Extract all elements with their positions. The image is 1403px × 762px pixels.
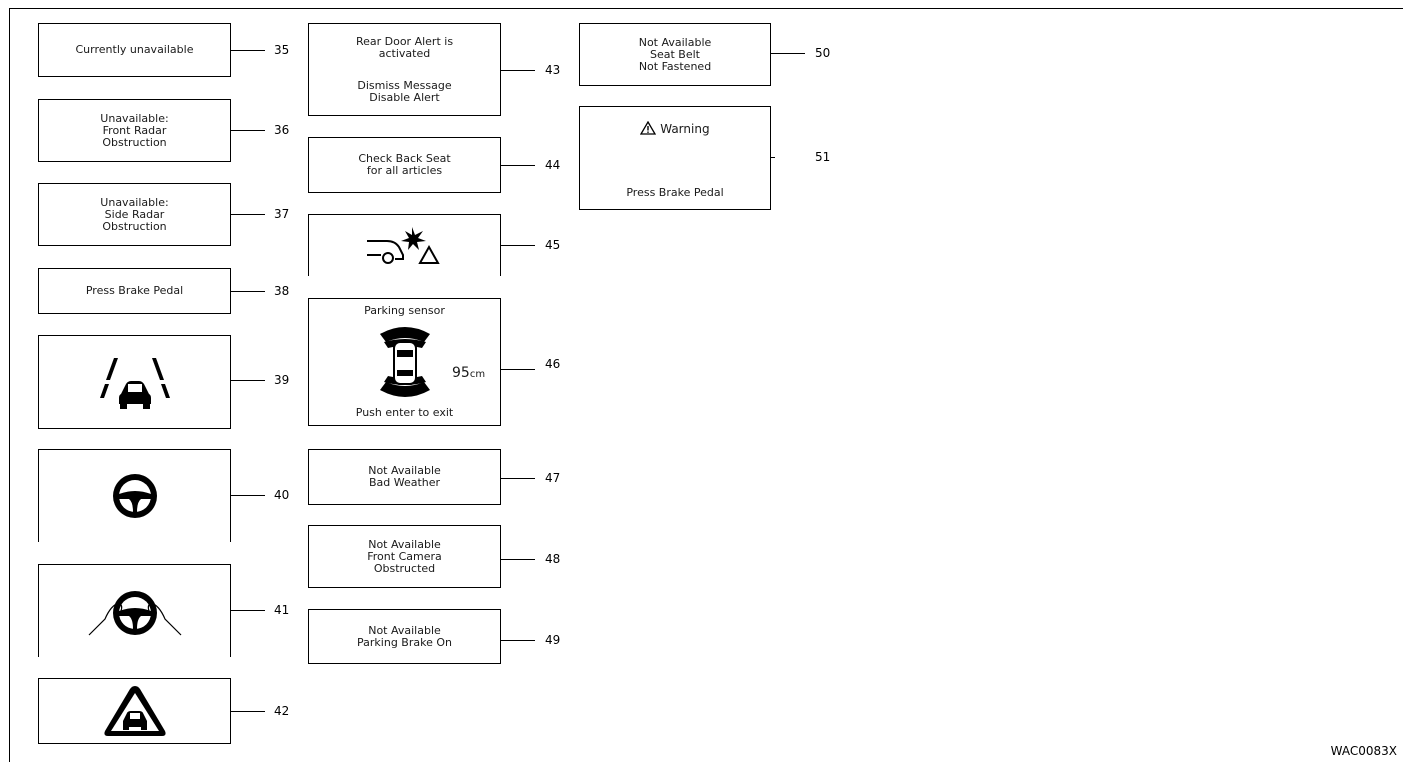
message-box-37: Unavailable: Side Radar Obstruction bbox=[38, 183, 231, 246]
message-line: Unavailable: bbox=[100, 113, 168, 125]
message-line: Currently unavailable bbox=[76, 44, 194, 56]
callout-number-36: 36 bbox=[274, 124, 289, 136]
warning-footer: Press Brake Pedal bbox=[626, 187, 723, 199]
message-line: Front Radar bbox=[103, 125, 167, 137]
leader-line-38 bbox=[231, 291, 265, 292]
message-line: Not Available bbox=[639, 37, 712, 49]
icon-box-39 bbox=[38, 335, 231, 429]
message-line: Side Radar bbox=[105, 209, 165, 221]
message-line: Obstructed bbox=[374, 563, 435, 575]
callout-number-47: 47 bbox=[545, 472, 560, 484]
icon-box-40 bbox=[38, 449, 231, 542]
parking-sensor-car-icon bbox=[374, 322, 436, 402]
distance-value: 95 bbox=[452, 365, 470, 381]
parking-distance-readout: 95cm bbox=[452, 362, 485, 381]
leader-line-51 bbox=[771, 157, 775, 158]
rear-collision-warning-icon bbox=[365, 225, 445, 267]
callout-number-41: 41 bbox=[274, 604, 289, 616]
callout-number-40: 40 bbox=[274, 489, 289, 501]
icon-box-45 bbox=[308, 214, 501, 276]
callout-number-45: 45 bbox=[545, 239, 560, 251]
callout-number-46: 46 bbox=[545, 358, 560, 370]
callout-number-42: 42 bbox=[274, 705, 289, 717]
icon-box-41 bbox=[38, 564, 231, 657]
message-line: Press Brake Pedal bbox=[86, 285, 183, 297]
figure-code: WAC0083X bbox=[1331, 744, 1397, 758]
leader-line-47 bbox=[501, 478, 535, 479]
leader-line-50 bbox=[771, 53, 805, 54]
callout-number-48: 48 bbox=[545, 553, 560, 565]
warning-title: Warning bbox=[660, 122, 709, 136]
leader-line-48 bbox=[501, 559, 535, 560]
parking-sensor-footer: Push enter to exit bbox=[356, 407, 453, 419]
warning-triangle-car-icon bbox=[102, 683, 168, 739]
callout-number-39: 39 bbox=[274, 374, 289, 386]
callout-number-44: 44 bbox=[545, 159, 560, 171]
leader-line-40 bbox=[231, 495, 265, 496]
message-line: Disable Alert bbox=[369, 92, 440, 104]
parking-sensor-title: Parking sensor bbox=[364, 305, 445, 317]
leader-line-39 bbox=[231, 380, 265, 381]
callout-number-38: 38 bbox=[274, 285, 289, 297]
icon-box-42 bbox=[38, 678, 231, 744]
message-line: Bad Weather bbox=[369, 477, 440, 489]
callout-number-43: 43 bbox=[545, 64, 560, 76]
message-line: Rear Door Alert is bbox=[356, 36, 453, 48]
callout-number-37: 37 bbox=[274, 208, 289, 220]
callout-number-35: 35 bbox=[274, 44, 289, 56]
frame-top-border bbox=[9, 8, 1403, 9]
callout-number-50: 50 bbox=[815, 47, 830, 59]
message-line: Front Camera bbox=[367, 551, 442, 563]
message-box-35: Currently unavailable bbox=[38, 23, 231, 77]
leader-line-49 bbox=[501, 640, 535, 641]
message-line: activated bbox=[379, 48, 430, 60]
warning-box-51: Warning Press Brake Pedal bbox=[579, 106, 771, 210]
message-line: Obstruction bbox=[102, 221, 166, 233]
message-line: Unavailable: bbox=[100, 197, 168, 209]
warning-triangle-icon bbox=[640, 121, 656, 135]
message-line: Seat Belt bbox=[650, 49, 700, 61]
leader-line-45 bbox=[501, 245, 535, 246]
warning-title-row: Warning bbox=[640, 121, 709, 135]
message-line: Dismiss Message bbox=[357, 80, 451, 92]
distance-unit: cm bbox=[470, 369, 485, 380]
message-box-43: Rear Door Alert is activated Dismiss Mes… bbox=[308, 23, 501, 116]
message-line: Obstruction bbox=[102, 137, 166, 149]
frame-left-border bbox=[9, 8, 10, 762]
message-box-48: Not Available Front Camera Obstructed bbox=[308, 525, 501, 588]
message-line: Not Available bbox=[368, 539, 441, 551]
callout-number-51: 51 bbox=[815, 151, 830, 163]
message-box-50: Not Available Seat Belt Not Fastened bbox=[579, 23, 771, 86]
message-box-44: Check Back Seat for all articles bbox=[308, 137, 501, 193]
message-line: Not Available bbox=[368, 625, 441, 637]
message-box-38: Press Brake Pedal bbox=[38, 268, 231, 314]
message-line: for all articles bbox=[367, 165, 442, 177]
message-box-49: Not Available Parking Brake On bbox=[308, 609, 501, 664]
leader-line-37 bbox=[231, 214, 265, 215]
leader-line-46 bbox=[501, 369, 535, 370]
message-line: Not Fastened bbox=[639, 61, 711, 73]
leader-line-36 bbox=[231, 130, 265, 131]
lane-departure-car-icon bbox=[100, 352, 170, 412]
steering-wheel-icon bbox=[111, 472, 159, 520]
message-box-47: Not Available Bad Weather bbox=[308, 449, 501, 505]
message-line: Parking Brake On bbox=[357, 637, 452, 649]
leader-line-42 bbox=[231, 711, 265, 712]
message-box-36: Unavailable: Front Radar Obstruction bbox=[38, 99, 231, 162]
leader-line-43 bbox=[501, 70, 535, 71]
leader-line-41 bbox=[231, 610, 265, 611]
leader-line-44 bbox=[501, 165, 535, 166]
hands-on-steering-wheel-icon bbox=[87, 583, 183, 639]
callout-number-49: 49 bbox=[545, 634, 560, 646]
leader-line-35 bbox=[231, 50, 265, 51]
